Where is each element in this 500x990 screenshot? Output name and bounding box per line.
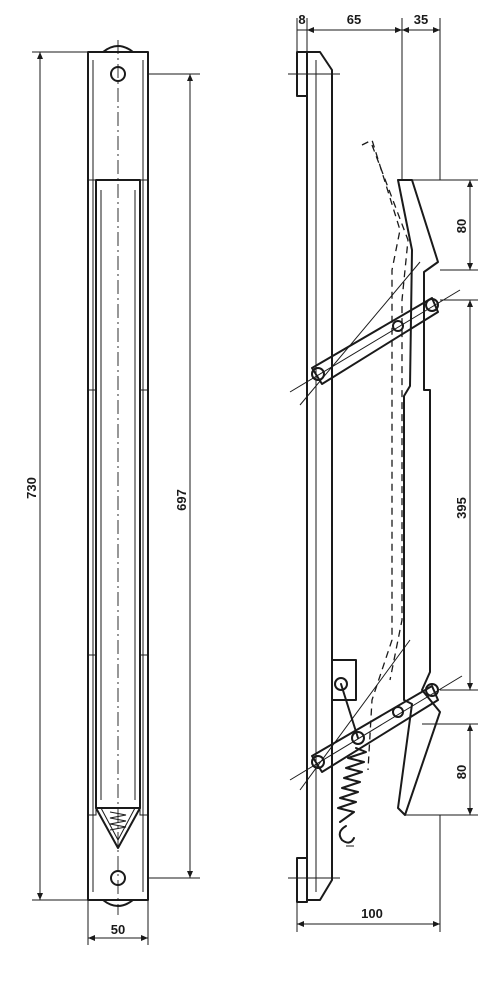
front-dimensions: 730 697 50 [24, 51, 200, 945]
door-arm [397, 179, 441, 816]
lower-pivot-right [425, 683, 439, 697]
lower-pivot-left [311, 755, 325, 769]
bottom-guide-right [117, 807, 136, 841]
dim-label-80-upper: 80 [454, 219, 469, 233]
upper-pivot-mid [392, 320, 404, 332]
upper-pivot-right [425, 298, 439, 312]
upper-pivot-left [311, 367, 325, 381]
bracket-pivot [334, 677, 348, 691]
bottom-guide [95, 807, 141, 849]
dim-label-697: 697 [174, 489, 189, 511]
bottom-flange [296, 857, 308, 903]
dim-label-730: 730 [24, 477, 39, 499]
bottom-spring [109, 811, 127, 831]
bottom-guide-left [100, 807, 119, 841]
lower-slot-left [87, 654, 97, 816]
side-dimensions: 8 65 35 80 395 80 100 [296, 12, 473, 932]
ghost-arm-2 [371, 144, 409, 681]
dim-label-65: 65 [347, 12, 361, 27]
front-view [87, 40, 149, 915]
lower-pivot-mid [392, 706, 404, 718]
dim-label-395: 395 [454, 497, 469, 519]
dim-label-80-lower: 80 [454, 765, 469, 779]
spring-bracket [331, 659, 357, 701]
spring-pivot [351, 731, 365, 745]
closer-spring [337, 747, 367, 823]
upper-slot-right [139, 179, 149, 391]
spring-hook [338, 825, 355, 844]
spring-lever [340, 683, 359, 739]
ghost-arm [361, 139, 401, 771]
upper-link [311, 297, 439, 385]
lower-link [311, 685, 439, 773]
side-view [288, 51, 478, 903]
dim-label-35: 35 [414, 12, 428, 27]
side-rail [306, 51, 333, 901]
dim-label-50: 50 [111, 922, 125, 937]
dim-label-8: 8 [298, 12, 305, 27]
dim-label-100: 100 [361, 906, 383, 921]
upper-slot-left [87, 179, 97, 391]
lower-slot-right [139, 654, 149, 816]
